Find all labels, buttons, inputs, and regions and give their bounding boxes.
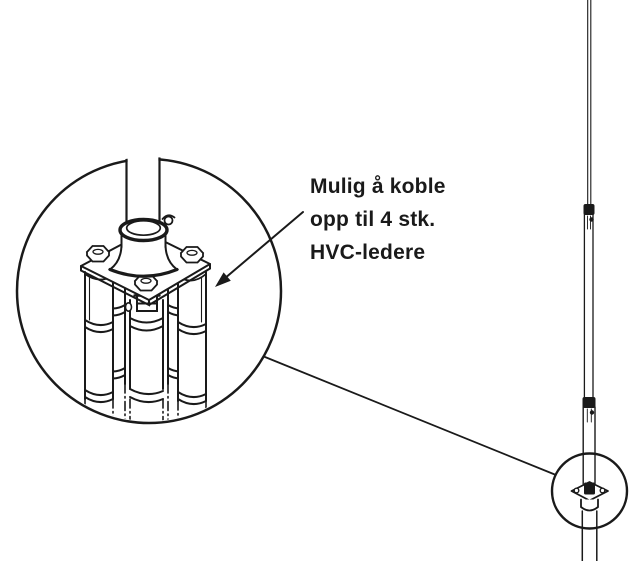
- annotation-text: Mulig å koble opp til 4 stk. HVC-ledere: [310, 170, 460, 269]
- annotation-line-1: Mulig å koble: [310, 175, 446, 198]
- annotation-line-3: HVC-ledere: [310, 241, 426, 264]
- mast-tube-middle: [583, 213, 594, 399]
- hvc-conductor-tube-right: [177, 271, 207, 421]
- flange-plate-thickness: [80, 263, 211, 307]
- annotation-line-2: opp til 4 stk.: [310, 208, 436, 231]
- collar-ring: [118, 217, 169, 243]
- hub-skirt-base: [108, 267, 179, 278]
- flange-hub: [584, 482, 595, 495]
- mast: [550, 0, 629, 561]
- hex-bolt-left: [86, 245, 110, 263]
- mast-tube-top: [125, 157, 161, 228]
- mast-joint-ferrule-lower: [582, 397, 596, 415]
- mast-tube-lower: [582, 406, 596, 486]
- flange-bell: [580, 498, 599, 512]
- collar-clip-tab: [161, 214, 176, 226]
- flange-hole-left: [573, 487, 580, 494]
- leader-line: [264, 356, 557, 476]
- arrowhead: [215, 272, 231, 287]
- base-flange: [570, 481, 609, 512]
- hvc-conductor-tube-left: [84, 271, 114, 421]
- weep-hole: [124, 301, 133, 312]
- mast-tube-below-plate: [129, 299, 164, 421]
- hex-bolt-right: [180, 246, 204, 264]
- annotation-arrow: [215, 211, 304, 287]
- detail-circle: [15, 157, 283, 425]
- mast-base-tube: [581, 510, 598, 561]
- mast-whip: [587, 0, 592, 205]
- flange-hole-right: [599, 487, 606, 494]
